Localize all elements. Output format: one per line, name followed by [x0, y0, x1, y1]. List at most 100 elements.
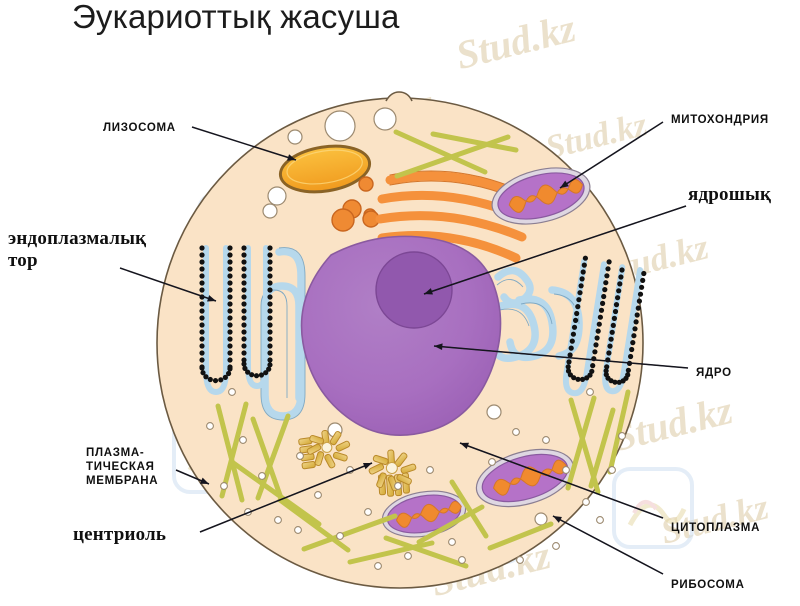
golgi-cisterna	[385, 171, 517, 197]
er-ribosome	[241, 322, 247, 328]
free-ribosome	[374, 562, 382, 570]
filament	[215, 403, 245, 503]
smooth-er-left	[261, 247, 305, 420]
er-ribosome	[267, 357, 273, 363]
er-ribosome	[199, 357, 205, 363]
er-ribosome	[612, 308, 619, 315]
er-ribosome	[629, 346, 635, 353]
er-ribosome	[199, 245, 205, 251]
er-ribosome	[608, 336, 614, 342]
er-ribosome	[596, 321, 602, 327]
er-ribosome	[571, 375, 577, 381]
label-mitochondria: МИТОХОНДРИЯ	[671, 114, 769, 126]
er-ribosome	[249, 372, 255, 378]
vacuole	[287, 129, 303, 145]
er-ribosome	[227, 336, 233, 342]
filament	[565, 395, 597, 491]
free-ribosome	[258, 472, 266, 480]
er-ribosome	[267, 245, 273, 251]
er-ribosome	[203, 374, 209, 380]
er-ribosome	[606, 350, 612, 356]
er-ribosome	[267, 329, 273, 335]
er-ribosome	[593, 342, 599, 348]
er-ribosome	[571, 324, 578, 330]
filament	[487, 521, 554, 551]
free-ribosome	[239, 436, 247, 444]
er-ribosome	[267, 280, 273, 286]
er-ribosome	[227, 301, 233, 307]
er-ribosome	[610, 322, 616, 328]
leader-arrow-endoplasmic-reticulum	[207, 295, 216, 302]
er-ribosome	[570, 331, 577, 337]
er-ribosome	[611, 315, 618, 321]
vacuole	[262, 203, 278, 219]
er-ribosome	[199, 329, 205, 335]
er-ribosome	[630, 340, 636, 346]
er-ribosome	[267, 287, 273, 293]
free-ribosome	[426, 466, 434, 474]
filament	[393, 129, 488, 175]
leader-arrow-centriole	[363, 463, 372, 470]
er-ribosome	[594, 335, 600, 341]
er-ribosome	[227, 287, 233, 293]
leader-arrow-mitochondria	[560, 180, 569, 188]
leader-arrow-cytoplasm	[460, 442, 469, 450]
er-ribosome	[582, 255, 589, 261]
vacuole-group	[262, 110, 548, 526]
er-ribosome	[574, 310, 580, 317]
er-ribosome	[227, 366, 233, 372]
er-ribosome	[199, 280, 205, 286]
er-ribosome	[267, 308, 273, 314]
er-ribosome	[607, 343, 613, 349]
smooth-er-right	[489, 266, 583, 362]
er-ribosome	[263, 370, 269, 376]
er-ribosome	[242, 365, 248, 371]
er-ribosome	[606, 259, 612, 265]
er-ribosome	[579, 276, 585, 282]
er-ribosome	[227, 273, 233, 279]
filament	[383, 535, 469, 569]
er-ribosome	[266, 366, 272, 372]
free-ribosome	[562, 466, 570, 474]
page-title: Эукариоттық жасуша	[72, 0, 400, 35]
er-ribosome	[199, 308, 205, 314]
er-ribosome	[267, 350, 273, 356]
cytoskeleton-group	[215, 129, 631, 569]
free-ribosome	[448, 538, 456, 546]
er-ribosome	[267, 266, 273, 272]
leader-line-centriole	[199, 462, 373, 533]
er-ribosome	[241, 329, 247, 335]
er-ribosome	[567, 352, 573, 358]
er-ribosome	[241, 287, 247, 293]
er-ribosome	[241, 350, 247, 356]
er-ribosome	[241, 252, 247, 258]
er-ribosome	[241, 343, 247, 349]
filament	[229, 459, 322, 527]
er-ribosome	[604, 273, 610, 279]
label-nucleolus: ядрошық	[688, 184, 772, 205]
free-ribosome	[512, 428, 520, 436]
label-centriole: центриоль	[73, 524, 167, 545]
er-ribosome	[639, 284, 645, 290]
er-ribosome	[199, 259, 205, 265]
er-ribosome	[631, 333, 637, 339]
label-lysosome: ЛИЗОСОМА	[103, 122, 176, 134]
free-ribosome	[582, 498, 590, 506]
er-ribosome	[605, 266, 611, 272]
er-ribosome	[640, 277, 646, 283]
er-ribosome	[613, 302, 620, 308]
rough-er-left	[199, 245, 273, 396]
free-ribosome-group	[206, 388, 626, 570]
er-ribosome	[267, 252, 273, 258]
er-ribosome	[199, 273, 205, 279]
er-ribosome	[601, 293, 607, 300]
er-ribosome	[603, 368, 609, 374]
free-ribosome	[552, 542, 560, 550]
er-ribosome	[569, 338, 575, 344]
filament	[416, 504, 485, 545]
er-ribosome	[616, 288, 622, 294]
label-nucleus: ЯДРО	[696, 367, 732, 379]
er-ribosome	[241, 273, 247, 279]
